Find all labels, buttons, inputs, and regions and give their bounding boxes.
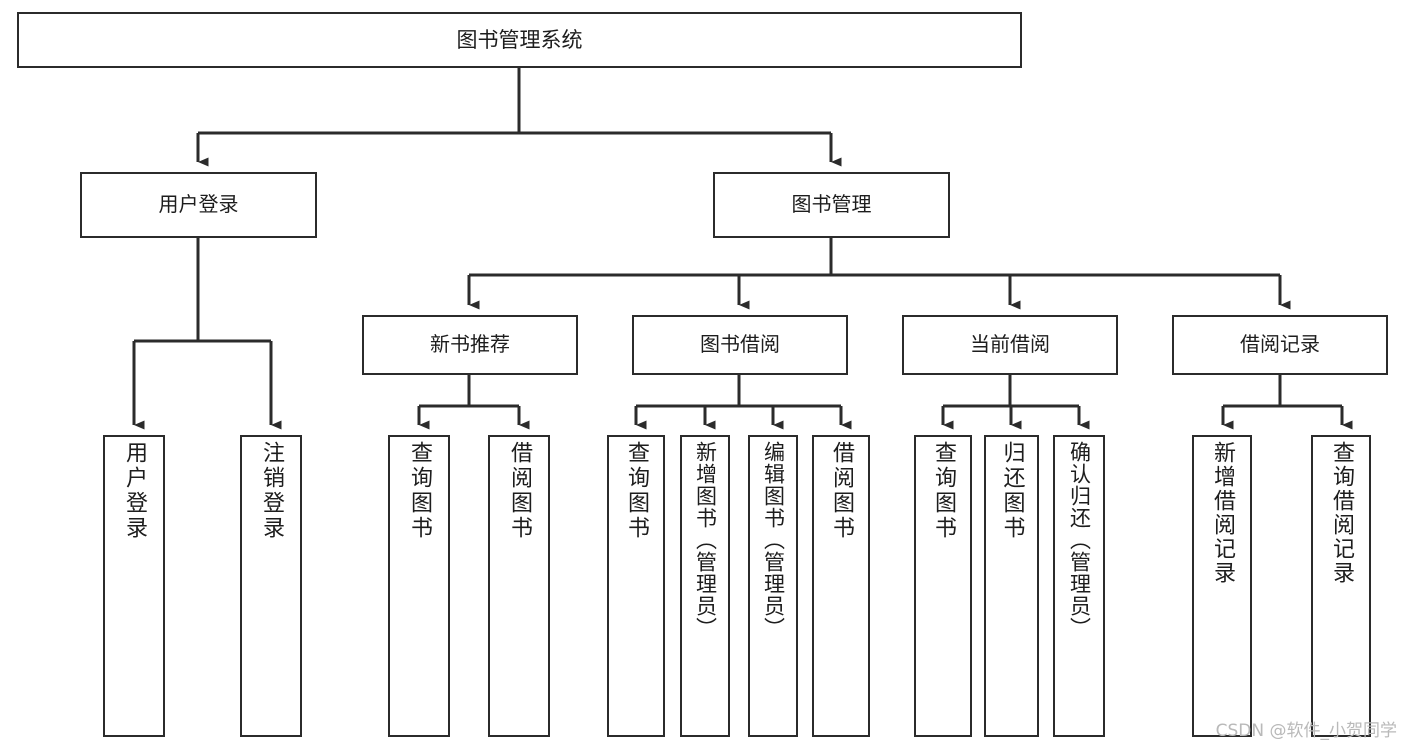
node-leaf-return-book-label: 归还图书 xyxy=(999,441,1025,541)
node-leaf-add-borrow-record[interactable]: 新增借阅记录 xyxy=(1192,435,1252,737)
node-leaf-newbook-borrow-book[interactable]: 借阅图书 xyxy=(488,435,550,737)
node-current-borrow-label: 当前借阅 xyxy=(970,332,1050,357)
node-user-login[interactable]: 用户登录 xyxy=(80,172,317,238)
node-leaf-logout[interactable]: 注销登录 xyxy=(240,435,302,737)
node-leaf-add-book-admin-label: 新增图书（管理员） xyxy=(693,441,718,639)
node-book-manage[interactable]: 图书管理 xyxy=(713,172,950,238)
node-book-manage-label: 图书管理 xyxy=(791,192,872,217)
node-leaf-edit-book-admin-label: 编辑图书（管理员） xyxy=(761,441,786,639)
node-leaf-confirm-return-admin[interactable]: 确认归还（管理员） xyxy=(1053,435,1105,737)
node-leaf-current-query-book[interactable]: 查询图书 xyxy=(914,435,972,737)
node-leaf-borrow-query-book[interactable]: 查询图书 xyxy=(607,435,665,737)
node-leaf-current-query-book-label: 查询图书 xyxy=(931,441,956,541)
node-leaf-newbook-borrow-book-label: 借阅图书 xyxy=(507,441,532,541)
node-leaf-query-borrow-record-label: 查询借阅记录 xyxy=(1329,441,1354,585)
node-leaf-borrow-borrow-book-label: 借阅图书 xyxy=(829,441,854,541)
node-leaf-newbook-query-book[interactable]: 查询图书 xyxy=(388,435,450,737)
node-leaf-borrow-query-book-label: 查询图书 xyxy=(624,441,649,541)
node-leaf-edit-book-admin[interactable]: 编辑图书（管理员） xyxy=(748,435,798,737)
node-leaf-return-book[interactable]: 归还图书 xyxy=(984,435,1039,737)
node-current-borrow[interactable]: 当前借阅 xyxy=(902,315,1118,375)
node-new-book-recommend-label: 新书推荐 xyxy=(430,332,510,357)
node-borrow-records[interactable]: 借阅记录 xyxy=(1172,315,1388,375)
node-leaf-borrow-borrow-book[interactable]: 借阅图书 xyxy=(812,435,870,737)
node-leaf-add-book-admin[interactable]: 新增图书（管理员） xyxy=(680,435,730,737)
node-leaf-add-borrow-record-label: 新增借阅记录 xyxy=(1210,441,1235,585)
node-book-borrow-label: 图书借阅 xyxy=(700,332,780,357)
node-root-system-label: 图书管理系统 xyxy=(456,27,583,52)
node-root-system[interactable]: 图书管理系统 xyxy=(17,12,1022,68)
node-leaf-newbook-query-book-label: 查询图书 xyxy=(407,441,432,541)
node-leaf-user-login-label: 用户登录 xyxy=(122,441,147,541)
node-new-book-recommend[interactable]: 新书推荐 xyxy=(362,315,578,375)
node-book-borrow[interactable]: 图书借阅 xyxy=(632,315,848,375)
node-leaf-logout-label: 注销登录 xyxy=(259,441,284,541)
node-leaf-user-login[interactable]: 用户登录 xyxy=(103,435,165,737)
node-user-login-label: 用户登录 xyxy=(158,192,239,217)
node-borrow-records-label: 借阅记录 xyxy=(1240,332,1320,357)
node-leaf-query-borrow-record[interactable]: 查询借阅记录 xyxy=(1311,435,1371,737)
node-leaf-confirm-return-admin-label: 确认归还（管理员） xyxy=(1067,441,1092,639)
